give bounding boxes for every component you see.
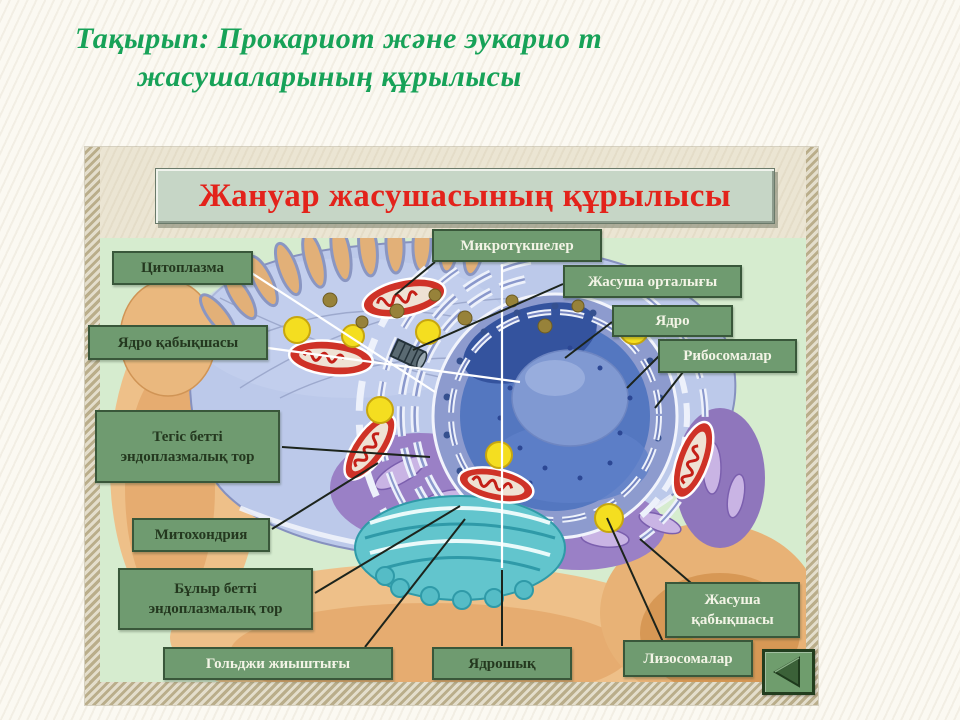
black-connector-lines: [271, 261, 692, 648]
label-microvilli: Микротүкшелер: [432, 229, 602, 262]
label-cell-center: Жасуша орталығы: [563, 265, 742, 298]
white-pointer-lines: [249, 264, 521, 568]
back-arrow-icon: [773, 656, 800, 688]
label-cytoplasm: Цитоплазма: [112, 251, 253, 285]
image-frame-bottom: [85, 682, 818, 705]
diagram-banner: Жануар жасушасының құрылысы: [155, 168, 775, 224]
slide-title-line2: жасушаларының құрылысы: [137, 60, 522, 93]
slide-title-line1: Тақырып: Прокариот және эукарио т: [75, 22, 603, 55]
label-ribosomes: Рибосомалар: [658, 339, 797, 373]
back-button[interactable]: [762, 649, 815, 695]
golgi-shapes: [354, 495, 566, 610]
lysosome-shapes: [283, 315, 649, 533]
label-smooth-er: Тегіс бетті эндоплазмалық тор: [95, 410, 280, 483]
image-frame-right: [806, 147, 818, 705]
label-cell-membrane: Жасуша қабықшасы: [665, 582, 800, 638]
label-nucleolus: Ядрошық: [432, 647, 572, 680]
nuclear-pores: [443, 302, 664, 475]
slide-title: Тақырып: Прокариот және эукарио т жасуша…: [75, 20, 602, 96]
granule-shapes: [322, 288, 585, 334]
label-nuclear-envelope: Ядро қабықшасы: [88, 325, 268, 360]
label-nucleus: Ядро: [612, 305, 733, 337]
image-frame-left: [85, 147, 100, 705]
label-rough-er: Бұлыр бетті эндоплазмалық тор: [118, 568, 313, 630]
label-mitochondria: Митохондрия: [132, 518, 270, 552]
label-golgi: Гольджи жиыштығы: [163, 647, 393, 680]
label-lysosomes: Лизосомалар: [623, 640, 753, 677]
